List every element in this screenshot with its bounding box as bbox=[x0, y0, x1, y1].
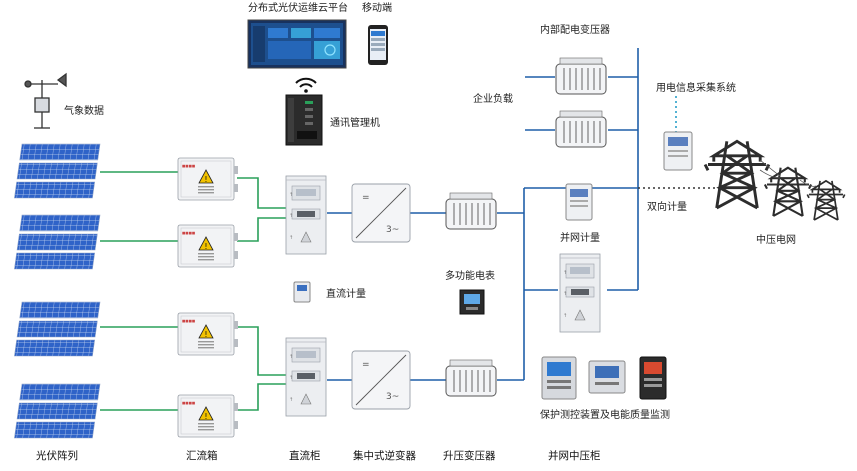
internal-transformer-label: 内部配电变压器 bbox=[540, 23, 610, 36]
central-inverter-label: 集中式逆变器 bbox=[353, 449, 416, 462]
medium-voltage-grid-label: 中压电网 bbox=[756, 233, 796, 246]
mobile-phone bbox=[368, 25, 388, 65]
bus-wires bbox=[327, 48, 639, 381]
wifi-icon bbox=[295, 77, 317, 93]
transmission-tower-icon bbox=[703, 139, 846, 221]
step-up-transformer-1 bbox=[445, 192, 497, 230]
protection-device-1 bbox=[541, 356, 577, 400]
dc-meter-device bbox=[293, 281, 311, 303]
internal-transformer-2 bbox=[555, 110, 607, 148]
mobile-label: 移动端 bbox=[362, 1, 392, 14]
combiner-box-4 bbox=[177, 394, 239, 438]
protection-device-2 bbox=[588, 360, 626, 394]
step-up-transformer-2 bbox=[445, 359, 497, 397]
central-inverter-2 bbox=[351, 350, 411, 410]
info-system-meter-device bbox=[663, 131, 693, 171]
step-up-transformer-label: 升压变压器 bbox=[443, 449, 496, 462]
dc-cabinet-label: 直流柜 bbox=[289, 449, 321, 462]
grid-meter-device bbox=[565, 183, 593, 221]
grid-metering-label: 并网计量 bbox=[560, 231, 600, 244]
comm-manager-device bbox=[285, 94, 323, 146]
grid-mv-cabinet bbox=[559, 253, 601, 333]
protection-device-3 bbox=[639, 356, 667, 400]
comm-manager-label: 通讯管理机 bbox=[330, 116, 380, 129]
pv-array-3 bbox=[14, 301, 101, 357]
dc-cabinet-1 bbox=[285, 175, 327, 255]
pv-wires bbox=[100, 171, 286, 411]
cloud-platform-label: 分布式光伏运维云平台 bbox=[248, 1, 348, 14]
combiner-box-2 bbox=[177, 224, 239, 268]
combiner-box-1 bbox=[177, 157, 239, 201]
pv-array-label: 光伏阵列 bbox=[36, 449, 78, 462]
pv-array-2 bbox=[14, 214, 101, 270]
weather-label: 气象数据 bbox=[64, 104, 104, 117]
grid-mv-cabinet-label: 并网中压柜 bbox=[548, 449, 601, 462]
protection-quality-label: 保护测控装置及电能质量监测 bbox=[540, 408, 670, 421]
cloud-platform-screen bbox=[247, 19, 347, 69]
pv-array-4 bbox=[14, 383, 101, 439]
dc-metering-label: 直流计量 bbox=[326, 287, 366, 300]
combiner-box-3 bbox=[177, 312, 239, 356]
dc-cabinet-2 bbox=[285, 337, 327, 417]
internal-transformer-1 bbox=[555, 57, 607, 95]
weather-station-icon bbox=[24, 72, 67, 129]
bidirectional-meter-label: 双向计量 bbox=[647, 200, 687, 213]
multifunction-meter-device bbox=[459, 289, 485, 315]
central-inverter-1 bbox=[351, 183, 411, 243]
enterprise-load-label: 企业负载 bbox=[473, 92, 513, 105]
power-info-system-label: 用电信息采集系统 bbox=[656, 81, 736, 94]
combiner-box-label: 汇流箱 bbox=[186, 449, 218, 462]
dotted-links bbox=[638, 96, 720, 189]
multifunction-meter-label: 多功能电表 bbox=[445, 269, 495, 282]
pv-array-1 bbox=[14, 143, 101, 199]
